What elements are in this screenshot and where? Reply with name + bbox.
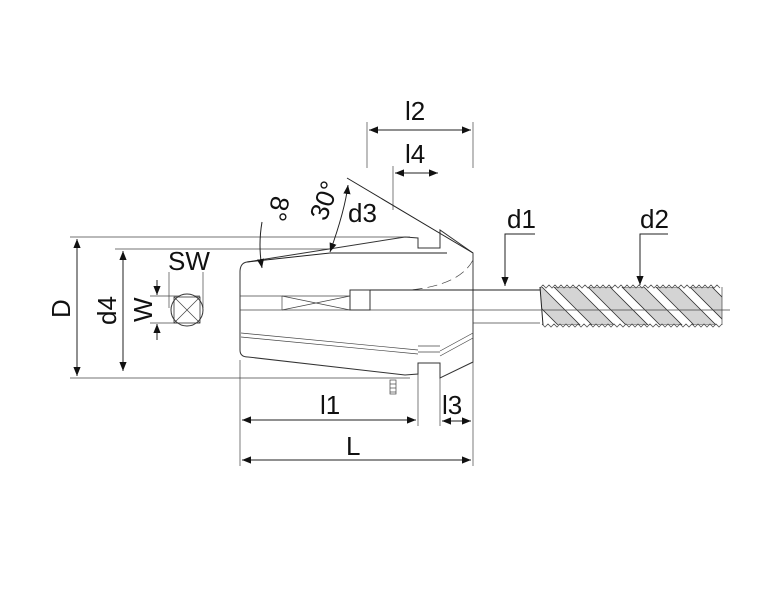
tap-flute bbox=[621, 287, 683, 325]
set-screw bbox=[389, 379, 397, 395]
label-W: W bbox=[128, 297, 158, 322]
leader-d2 bbox=[636, 233, 668, 285]
square-drive-symbol bbox=[170, 293, 204, 327]
label-L: L bbox=[346, 431, 360, 461]
leader-d1 bbox=[501, 233, 535, 286]
label-D: D bbox=[46, 299, 76, 318]
label-d1: d1 bbox=[507, 204, 536, 234]
label-l2: l2 bbox=[405, 96, 425, 126]
label-l4: l4 bbox=[405, 139, 425, 169]
tap-flute bbox=[587, 287, 649, 325]
collet-body bbox=[239, 177, 540, 395]
label-l3: l3 bbox=[442, 390, 462, 420]
angle-8-arc bbox=[256, 221, 265, 269]
label-angle-30: 30° bbox=[303, 177, 345, 224]
label-angle-8: 8° bbox=[262, 194, 296, 224]
tap-flute bbox=[655, 287, 717, 325]
label-d3: d3 bbox=[348, 198, 377, 228]
label-d4: d4 bbox=[92, 296, 122, 325]
tap-flute bbox=[553, 287, 615, 325]
extension-lines bbox=[70, 122, 474, 466]
angle-30-arc bbox=[329, 184, 351, 253]
tap-flute bbox=[540, 287, 581, 325]
label-SW: SW bbox=[168, 246, 210, 276]
tap-flute bbox=[689, 287, 722, 325]
label-l1: l1 bbox=[320, 390, 340, 420]
threaded-tap bbox=[539, 284, 758, 328]
tap-flute bbox=[724, 287, 758, 325]
label-d2: d2 bbox=[640, 204, 669, 234]
dimension-lines bbox=[73, 126, 668, 464]
